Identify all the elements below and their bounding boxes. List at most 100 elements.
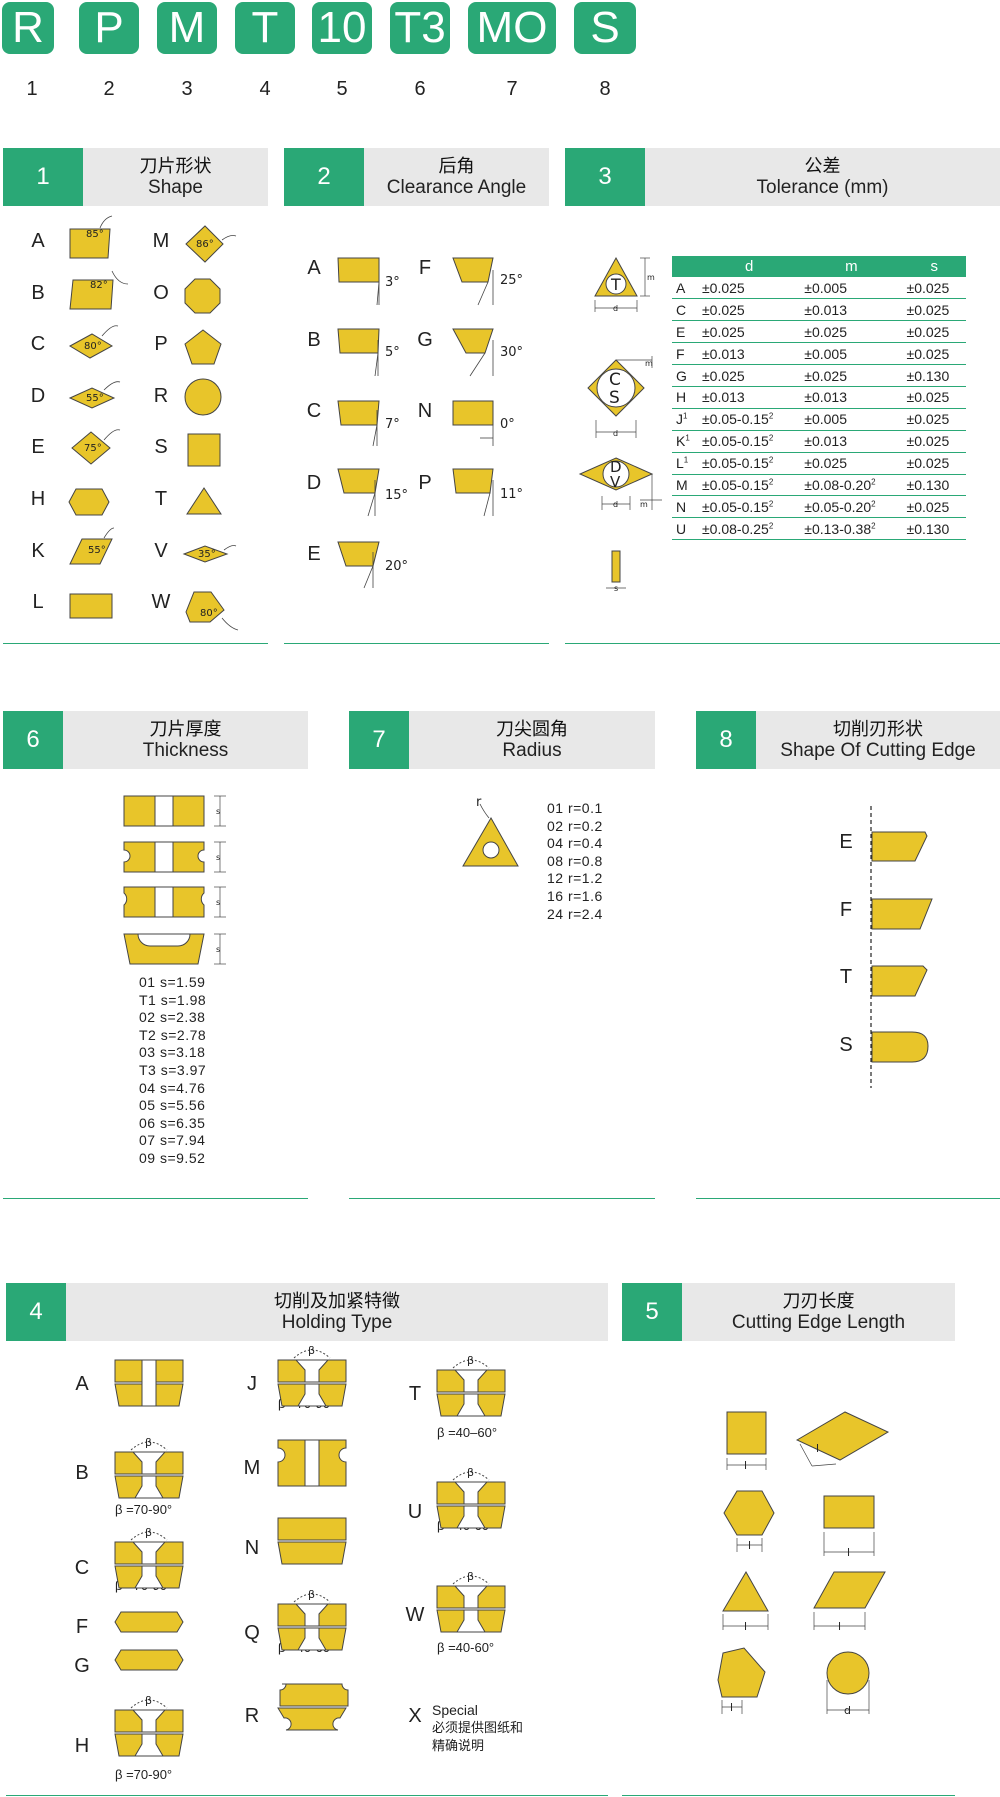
shape-label-T: T: [154, 488, 168, 510]
row-key: C: [672, 298, 698, 322]
row-key: L1: [672, 452, 698, 475]
radius-item: 02 r=0.2: [547, 817, 603, 834]
clearance-label-A: A: [307, 257, 321, 279]
shape-S: [187, 433, 221, 467]
svg-text:s: s: [216, 945, 220, 954]
rule-2: [284, 643, 549, 644]
code-pos-8: 8: [599, 78, 611, 100]
code-box-8: S: [574, 2, 636, 54]
cell-s: ±0.025: [902, 408, 966, 431]
code-pos-5: 5: [336, 78, 348, 100]
svg-text:s: s: [216, 898, 220, 907]
cell-d: ±0.025: [698, 364, 801, 387]
angle-E: 75°: [84, 443, 102, 454]
cutting-edge-label-T: T: [839, 966, 853, 988]
svg-text:20°: 20°: [385, 559, 408, 574]
svg-text:0°: 0°: [500, 417, 515, 432]
cell-d: ±0.05-0.152: [698, 430, 801, 453]
svg-text:β: β: [145, 1694, 152, 1707]
section-number: 6: [3, 711, 63, 769]
cell-s: ±0.025: [902, 386, 966, 409]
section-number: 4: [6, 1283, 66, 1341]
row-key: N: [672, 495, 698, 519]
table-row: E±0.025±0.025±0.025: [672, 320, 966, 344]
radius-item: 12 r=1.2: [547, 870, 603, 887]
shape-A: [69, 228, 111, 259]
angle-B: 82°: [90, 280, 108, 291]
shape-label-A: A: [31, 230, 45, 252]
cell-s: ±0.025: [902, 495, 966, 519]
holding-label-F: F: [75, 1616, 89, 1638]
angle-V: 35°: [198, 549, 216, 560]
cell-m: ±0.013: [800, 386, 903, 409]
svg-text:l: l: [838, 1620, 841, 1633]
cell-m: ±0.013: [800, 430, 903, 453]
thickness-item: 06 s=6.35: [139, 1114, 206, 1131]
shape-H: [68, 488, 110, 516]
clearance-label-F: F: [418, 257, 432, 279]
shape-V: [182, 545, 229, 563]
cutting-edge-figures: [870, 806, 933, 1088]
holding-fig-N: [277, 1517, 347, 1565]
tolerance-figures: T C S D V d m d m d m s: [578, 256, 662, 593]
svg-text:β: β: [145, 1526, 152, 1539]
thickness-item: T1 s=1.98: [139, 991, 207, 1008]
rule-5: [622, 1795, 955, 1796]
code-pos-4: 4: [259, 78, 271, 100]
section-title-en: Holding Type: [281, 1312, 393, 1333]
svg-text:S: S: [609, 388, 620, 408]
cell-d: ±0.025: [698, 320, 801, 344]
cell-m: ±0.025: [800, 320, 903, 344]
shape-label-H: H: [30, 488, 46, 510]
svg-text:m: m: [645, 359, 653, 368]
table-row: A±0.025±0.005±0.025: [672, 277, 966, 300]
shape-label-C: C: [30, 333, 46, 356]
row-key: K1: [672, 430, 698, 453]
clearance-label-B: B: [307, 328, 321, 351]
holding-fig-G: [114, 1649, 184, 1671]
col-header-s: s: [902, 256, 966, 277]
beta-range: β =40-60°: [437, 1640, 495, 1655]
svg-text:m: m: [647, 273, 655, 282]
section-number: 8: [696, 711, 756, 769]
svg-text:d: d: [613, 500, 618, 509]
cell-d: ±0.05-0.152: [698, 474, 801, 497]
code-box-2: P: [79, 2, 139, 54]
beta-range: β =70-90°: [115, 1767, 173, 1782]
cutting-edge-label-S: S: [839, 1033, 853, 1056]
svg-text:l: l: [744, 1620, 747, 1633]
shape-K: [69, 538, 113, 565]
cell-m: ±0.013: [800, 298, 903, 322]
table-row: U±0.08-0.252±0.13-0.382±0.130: [672, 517, 966, 541]
rule-4: [6, 1795, 608, 1796]
cell-s: ±0.025: [902, 430, 966, 453]
cell-s: ±0.025: [902, 277, 966, 300]
table-row: J1±0.05-0.152±0.005±0.025: [672, 408, 966, 431]
thickness-item: 09 s=9.52: [139, 1149, 206, 1166]
thickness-figures: s s s s: [123, 795, 226, 965]
shape-label-V: V: [154, 539, 168, 562]
svg-text:d: d: [613, 304, 618, 313]
cutting-edge-label-E: E: [839, 831, 853, 853]
thickness-item: T3 s=3.97: [139, 1061, 207, 1078]
svg-text:β: β: [145, 1436, 152, 1449]
radius-item: 08 r=0.8: [547, 852, 603, 869]
cell-m: ±0.005: [800, 408, 903, 431]
radius-item: 24 r=2.4: [547, 905, 603, 922]
thickness-item: 05 s=5.56: [139, 1097, 206, 1114]
cell-s: ±0.025: [902, 320, 966, 344]
svg-text:V: V: [610, 473, 621, 491]
svg-text:m: m: [640, 500, 648, 509]
clearance-label-N: N: [417, 400, 433, 422]
radius-item: 16 r=1.6: [547, 887, 603, 904]
beta-range: β =40–60°: [437, 1425, 498, 1440]
holding-label-Q: Q: [244, 1622, 260, 1644]
shape-label-R: R: [153, 384, 169, 407]
radius-item: 01 r=0.1: [547, 800, 603, 816]
